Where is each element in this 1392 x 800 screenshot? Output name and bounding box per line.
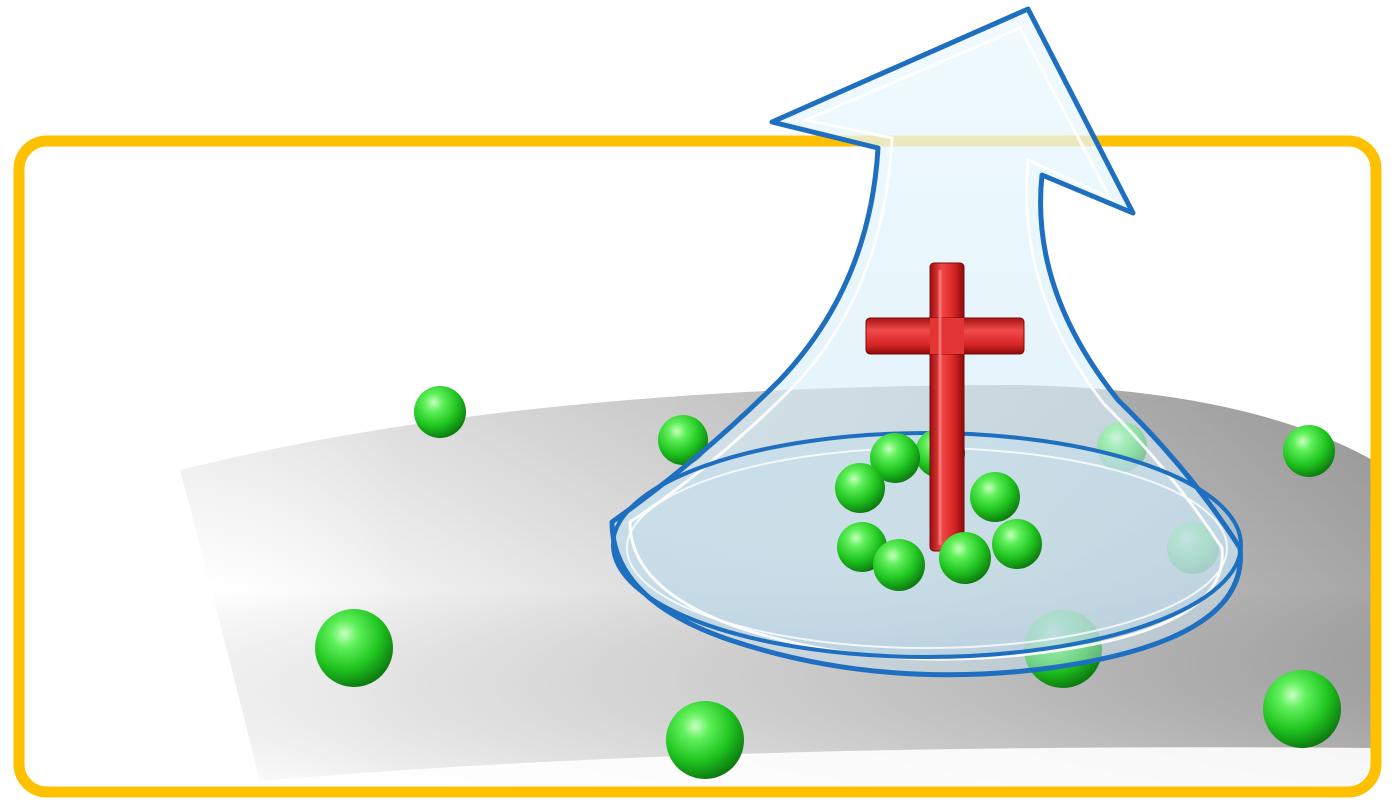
sphere-icon [1283,425,1335,477]
sphere-icon [835,463,885,513]
sphere-icon [666,701,744,779]
sphere-icon [873,539,925,591]
sphere-icon [414,386,466,438]
sphere-icon [992,519,1042,569]
sphere-icon [315,609,393,687]
sphere-icon [939,532,991,584]
sphere-icon [1263,670,1341,748]
sphere-icon [970,472,1020,522]
